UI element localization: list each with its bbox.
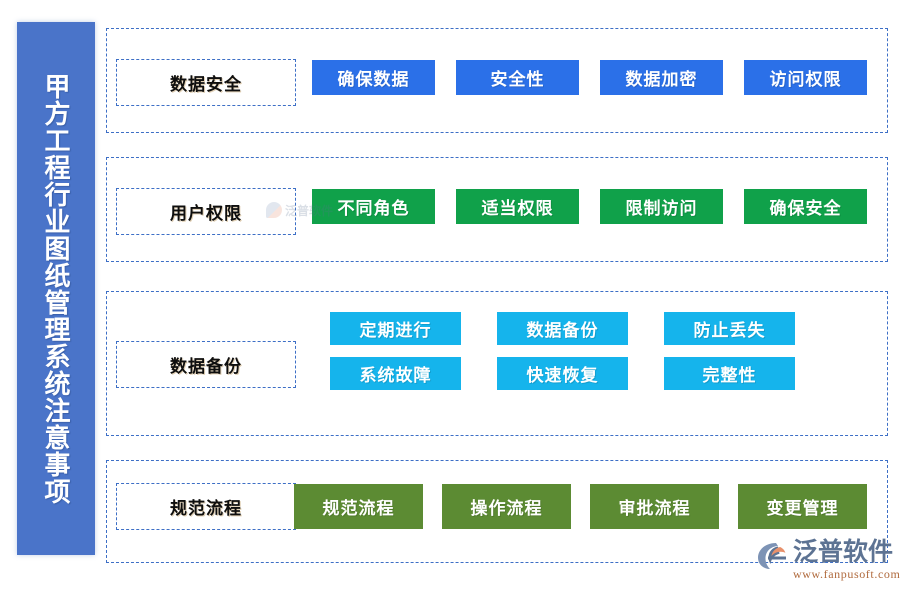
brand-text-block: 泛普软件 www.fanpusoft.com [793, 538, 900, 581]
fanpu-swoosh-logo-icon [756, 541, 788, 571]
chip-item[interactable]: 变更管理 [738, 484, 867, 529]
chip-item[interactable]: 限制访问 [600, 189, 723, 224]
chip-group: 规范流程 操作流程 审批流程 变更管理 [294, 484, 867, 529]
brand-url: www.fanpusoft.com [793, 567, 900, 581]
category-row-standard-process: 规范流程 规范流程 操作流程 审批流程 变更管理 [106, 460, 888, 563]
category-row-user-permissions: 用户权限 不同角色 适当权限 限制访问 确保安全 [106, 157, 888, 262]
category-label-text: 规范流程 [170, 499, 242, 518]
chip-item[interactable]: 审批流程 [590, 484, 719, 529]
category-label-box[interactable]: 数据安全 [116, 59, 296, 106]
brand-name: 泛普软件 [793, 538, 894, 566]
chip-group: 确保数据 安全性 数据加密 访问权限 [312, 60, 867, 95]
sidebar-title-text: 甲方工程行业图纸管理系统注意事项 [41, 72, 72, 505]
chip-group: 不同角色 适当权限 限制访问 确保安全 [312, 189, 867, 224]
chip-item[interactable]: 快速恢复 [497, 357, 628, 390]
chip-item[interactable]: 适当权限 [456, 189, 579, 224]
chip-item[interactable]: 数据加密 [600, 60, 723, 95]
category-label-text: 数据备份 [170, 357, 242, 376]
chip-item[interactable]: 操作流程 [442, 484, 571, 529]
sidebar-title-banner: 甲方工程行业图纸管理系统注意事项 [17, 22, 95, 555]
chip-item[interactable]: 定期进行 [330, 312, 461, 345]
category-row-data-backup: 数据备份 定期进行 数据备份 防止丢失 系统故障 快速恢复 完整性 [106, 291, 888, 436]
category-label-text: 用户权限 [170, 204, 242, 223]
category-label-box[interactable]: 规范流程 [116, 483, 296, 530]
chip-item[interactable]: 防止丢失 [664, 312, 795, 345]
category-label-box[interactable]: 数据备份 [116, 341, 296, 388]
category-label-box[interactable]: 用户权限 [116, 188, 296, 235]
chip-item[interactable]: 确保数据 [312, 60, 435, 95]
chip-item[interactable]: 数据备份 [497, 312, 628, 345]
chip-item[interactable]: 规范流程 [294, 484, 423, 529]
chip-item[interactable]: 完整性 [664, 357, 795, 390]
chip-item[interactable]: 系统故障 [330, 357, 461, 390]
category-label-text: 数据安全 [170, 75, 242, 94]
chip-item[interactable]: 确保安全 [744, 189, 867, 224]
chip-group: 定期进行 数据备份 防止丢失 系统故障 快速恢复 完整性 [330, 312, 795, 390]
chip-item[interactable]: 访问权限 [744, 60, 867, 95]
chip-item[interactable]: 不同角色 [312, 189, 435, 224]
category-row-data-security: 数据安全 确保数据 安全性 数据加密 访问权限 [106, 28, 888, 133]
brand-logo: 泛普软件 www.fanpusoft.com [756, 540, 900, 580]
chip-item[interactable]: 安全性 [456, 60, 579, 95]
